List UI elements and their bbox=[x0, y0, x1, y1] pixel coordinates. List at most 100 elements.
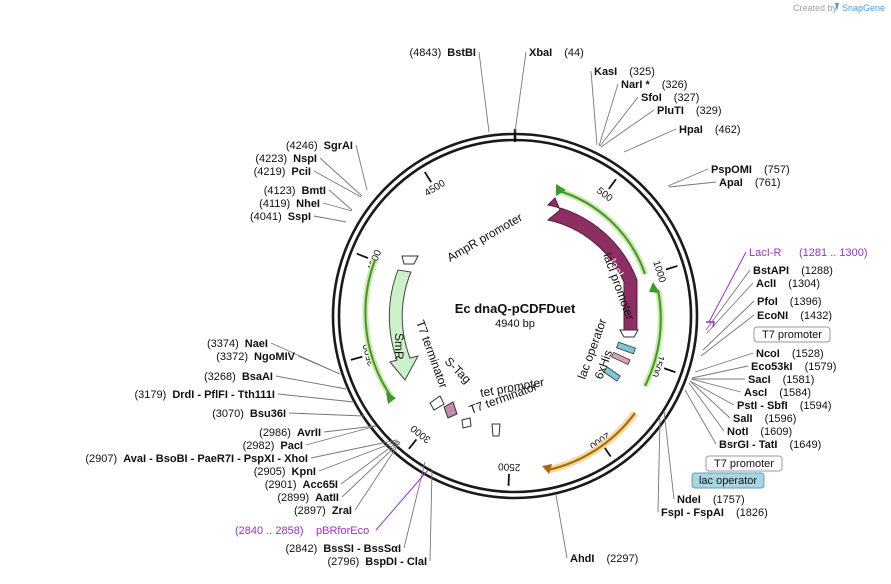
leader-line bbox=[600, 97, 638, 146]
site-position: (757) bbox=[764, 164, 790, 176]
site-position: (2982) bbox=[243, 440, 275, 452]
site-kasi[interactable]: KasI(325) bbox=[594, 66, 655, 78]
site-position: (462) bbox=[715, 124, 741, 136]
t7-promoter-box-1[interactable]: T7 promoter bbox=[754, 327, 830, 342]
site-eco53ki[interactable]: Eco53kI(1579) bbox=[751, 361, 836, 373]
tick-mark bbox=[357, 254, 368, 258]
site-bstapi[interactable]: BstAPI(1288) bbox=[753, 265, 833, 277]
site-nhei[interactable]: NheI(4119) bbox=[259, 198, 320, 210]
site-name: HpaI bbox=[679, 124, 703, 136]
site-name: NaeI bbox=[245, 338, 268, 350]
primer-lacI-r[interactable]: LacI-R (1281 .. 1300) bbox=[749, 247, 868, 259]
site-name: SgrAI bbox=[324, 140, 353, 152]
site-sspi[interactable]: SspI(4041) bbox=[250, 211, 311, 223]
site-nari[interactable]: NarI *(326) bbox=[621, 79, 687, 91]
site-position: (1288) bbox=[801, 265, 833, 277]
site-paci[interactable]: PacI(2982) bbox=[243, 440, 303, 452]
primer-pbr[interactable]: (2840 .. 2858) pBRforEco bbox=[235, 525, 369, 537]
site-name: Acc65I bbox=[303, 479, 338, 491]
site-psti[interactable]: PstI - SbfI(1594) bbox=[737, 400, 832, 412]
site-position: (326) bbox=[662, 79, 688, 91]
site-ndei[interactable]: NdeI(1757) bbox=[677, 494, 745, 506]
site-ncoi[interactable]: NcoI(1528) bbox=[756, 348, 824, 360]
site-kpni[interactable]: KpnI(2905) bbox=[254, 466, 316, 478]
site-name: XbaI bbox=[529, 47, 552, 59]
t7-terminator-center-marker-icon bbox=[492, 424, 500, 436]
site-noti[interactable]: NotI(1609) bbox=[727, 426, 792, 438]
site-bsu36i[interactable]: Bsu36I(3070) bbox=[212, 408, 286, 420]
site-avai[interactable]: AvaI - BsoBI - PaeR7I - PspXI - XhoI(290… bbox=[85, 453, 308, 465]
tick-mark bbox=[604, 447, 611, 457]
site-sfoi[interactable]: SfoI(327) bbox=[641, 92, 699, 104]
site-asci[interactable]: AscI(1584) bbox=[744, 387, 811, 399]
site-drdi[interactable]: DrdI - PflFI - Tth111I(3179) bbox=[135, 389, 275, 401]
site-name: AhdI bbox=[570, 553, 594, 565]
t7-terminator-marker-icon bbox=[430, 396, 444, 410]
site-aatii[interactable]: AatII(2899) bbox=[277, 492, 339, 504]
site-acli[interactable]: AclI (1304) bbox=[756, 278, 820, 290]
site-position: (3268) bbox=[204, 371, 236, 383]
site-position: (3179) bbox=[135, 389, 167, 401]
site-position: (44) bbox=[564, 47, 584, 59]
site-saci[interactable]: SacI (1581) bbox=[748, 374, 814, 386]
site-position: (761) bbox=[755, 177, 781, 189]
site-position: (2986) bbox=[259, 427, 291, 439]
site-name: AscI bbox=[744, 387, 767, 399]
site-position: (1596) bbox=[765, 413, 797, 425]
site-pspomi[interactable]: PspOMI(757) bbox=[711, 164, 790, 176]
site-apai[interactable]: ApaI(761) bbox=[719, 177, 781, 189]
lacI-promoter-marker-icon bbox=[620, 330, 638, 337]
leader-line bbox=[289, 413, 364, 416]
site-ahdi[interactable]: AhdI (2297) bbox=[570, 553, 638, 565]
site-bsssi[interactable]: BssSI - BssSαI(2842) bbox=[286, 543, 401, 555]
site-bsrgi[interactable]: BsrGI - TatI(1649) bbox=[719, 439, 821, 451]
site-bmti[interactable]: BmtI(4123) bbox=[264, 185, 326, 197]
site-fspi[interactable]: FspI - FspAI(1826) bbox=[661, 507, 768, 519]
site-pluti[interactable]: PluTI(329) bbox=[657, 105, 722, 117]
site-name: SacI bbox=[748, 374, 771, 386]
site-bsaai[interactable]: BsaAI(3268) bbox=[204, 371, 273, 383]
leader-line bbox=[591, 71, 597, 145]
site-acc65i[interactable]: Acc65I(2901) bbox=[265, 479, 338, 491]
credit-brand: SnapGene bbox=[842, 3, 885, 13]
site-name: NcoI bbox=[756, 348, 780, 360]
site-naei[interactable]: NaeI(3374) bbox=[207, 338, 268, 350]
t7-promoter-box-2[interactable]: T7 promoter bbox=[706, 456, 782, 471]
site-name: BssSI - BssSαI bbox=[323, 543, 401, 555]
site-name: NgoMIV bbox=[254, 351, 296, 363]
site-bstbi[interactable]: BstBI(4843) bbox=[409, 47, 476, 59]
leader-line bbox=[695, 353, 753, 372]
site-position: (1581) bbox=[783, 374, 815, 386]
site-zrai[interactable]: ZraI(2897) bbox=[294, 505, 352, 517]
site-position: (1304) bbox=[788, 278, 820, 290]
site-position: (3372) bbox=[216, 351, 248, 363]
site-name: EcoNI bbox=[757, 310, 788, 322]
site-pfoi[interactable]: PfoI(1396) bbox=[757, 296, 822, 308]
site-xbai[interactable]: XbaI (44) bbox=[529, 47, 584, 59]
site-nspi[interactable]: NspI (4223) bbox=[255, 153, 317, 165]
site-pcii[interactable]: PciI(4219) bbox=[254, 166, 311, 178]
site-avrii[interactable]: AvrII(2986) bbox=[259, 427, 321, 439]
credit-text: Created by bbox=[793, 3, 838, 13]
site-position: (2297) bbox=[606, 553, 638, 565]
site-position: (4223) bbox=[255, 153, 287, 165]
leader-line bbox=[320, 158, 362, 196]
site-ngomiv[interactable]: NgoMIV (3372) bbox=[216, 351, 295, 363]
leader-line bbox=[692, 366, 748, 378]
site-bspdi[interactable]: BspDI - ClaI(2796) bbox=[327, 556, 427, 568]
site-econi[interactable]: EcoNI(1432) bbox=[757, 310, 832, 322]
site-position: (1609) bbox=[760, 426, 792, 438]
site-hpai[interactable]: HpaI (462) bbox=[679, 124, 741, 136]
site-sali[interactable]: SalI (1596) bbox=[733, 413, 796, 425]
site-name: NspI bbox=[293, 153, 317, 165]
site-name: AclI bbox=[756, 278, 776, 290]
site-sgrai[interactable]: SgrAI(4246) bbox=[286, 140, 353, 152]
lac-operator-box-label: lac operator bbox=[699, 475, 757, 487]
site-name: KasI bbox=[594, 66, 617, 78]
site-name: SalI bbox=[733, 413, 753, 425]
smR-feature[interactable] bbox=[389, 270, 418, 380]
lac-operator-box[interactable]: lac operator bbox=[692, 473, 764, 488]
leader-line bbox=[323, 203, 352, 211]
